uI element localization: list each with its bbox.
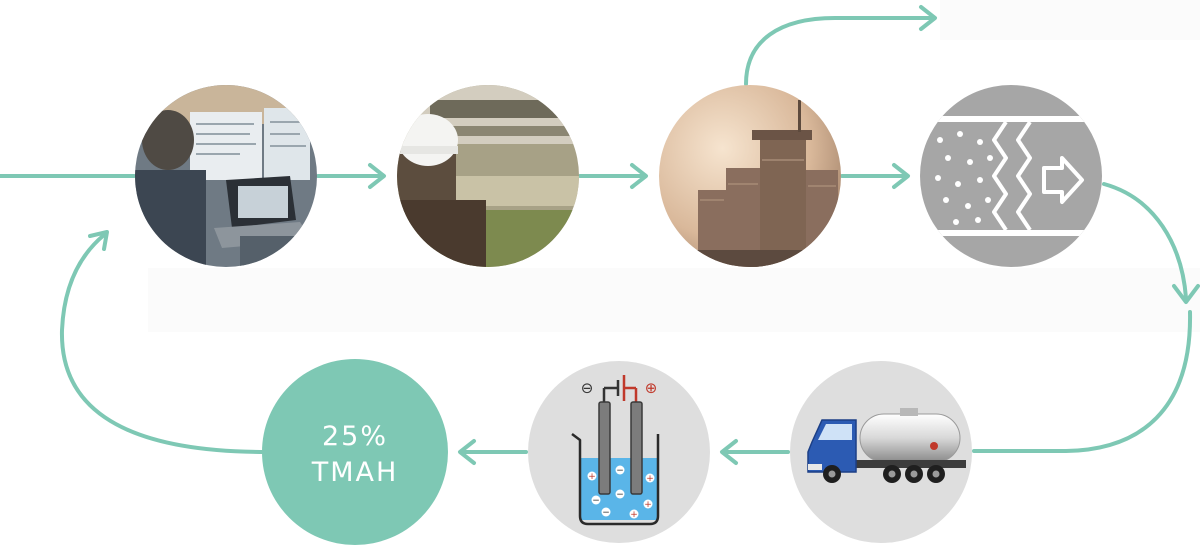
negative-terminal-symbol: ⊖ — [581, 379, 594, 397]
treatment-photo-circle — [397, 85, 579, 267]
positive-terminal-symbol: ⊕ — [645, 379, 658, 397]
cation-sign: + — [588, 472, 596, 482]
anode-electrode — [630, 401, 643, 495]
flow-direction-icon — [1042, 156, 1084, 204]
power-source-icon — [602, 375, 638, 402]
filtration-icon-circle — [920, 85, 1102, 267]
arrow-4-to-5-curve — [1102, 182, 1188, 300]
arrowhead-recycle — [88, 230, 109, 251]
ions: +−+−−+−+ — [587, 465, 655, 520]
anion-sign: − — [616, 490, 624, 500]
result-circle — [262, 359, 448, 545]
arrowhead-byproduct-output — [919, 5, 937, 31]
silos-photo-circle — [659, 85, 841, 267]
cation-sign: + — [644, 500, 652, 510]
anion-sign: − — [616, 466, 624, 476]
background-panel-top — [940, 0, 1200, 40]
cathode-electrode — [598, 401, 611, 495]
flow-arrows — [0, 5, 1200, 465]
tanker-tank — [859, 413, 961, 463]
anion-sign: − — [602, 508, 610, 518]
cation-sign: + — [630, 510, 638, 520]
arrowhead-3-to-4 — [892, 163, 910, 189]
arrowhead-5-to-6 — [720, 439, 738, 465]
recycle-loop-curve — [59, 233, 268, 454]
anion-sign: − — [592, 496, 600, 506]
result-chemical-name: TMAH — [311, 457, 399, 488]
transport-icon-circle — [790, 361, 972, 543]
arrowhead-6-to-result — [458, 439, 476, 465]
byproduct-output-curve — [744, 16, 934, 86]
arrowhead-1-to-2 — [368, 163, 386, 189]
cation-sign: + — [646, 474, 654, 484]
electrolysis-icon-circle: ⊖ ⊕ +−+−−+−+ — [528, 361, 710, 543]
background-panel-mid — [148, 268, 1200, 332]
monitoring-photo-circle — [135, 85, 317, 267]
beaker-outline — [571, 433, 660, 526]
result-concentration: 25% — [321, 421, 388, 452]
arrowhead-4-to-5 — [1172, 284, 1200, 304]
return-curve-to-5 — [972, 310, 1193, 453]
result-label: 25% TMAH — [262, 362, 448, 548]
arrowhead-2-to-3 — [630, 163, 648, 189]
